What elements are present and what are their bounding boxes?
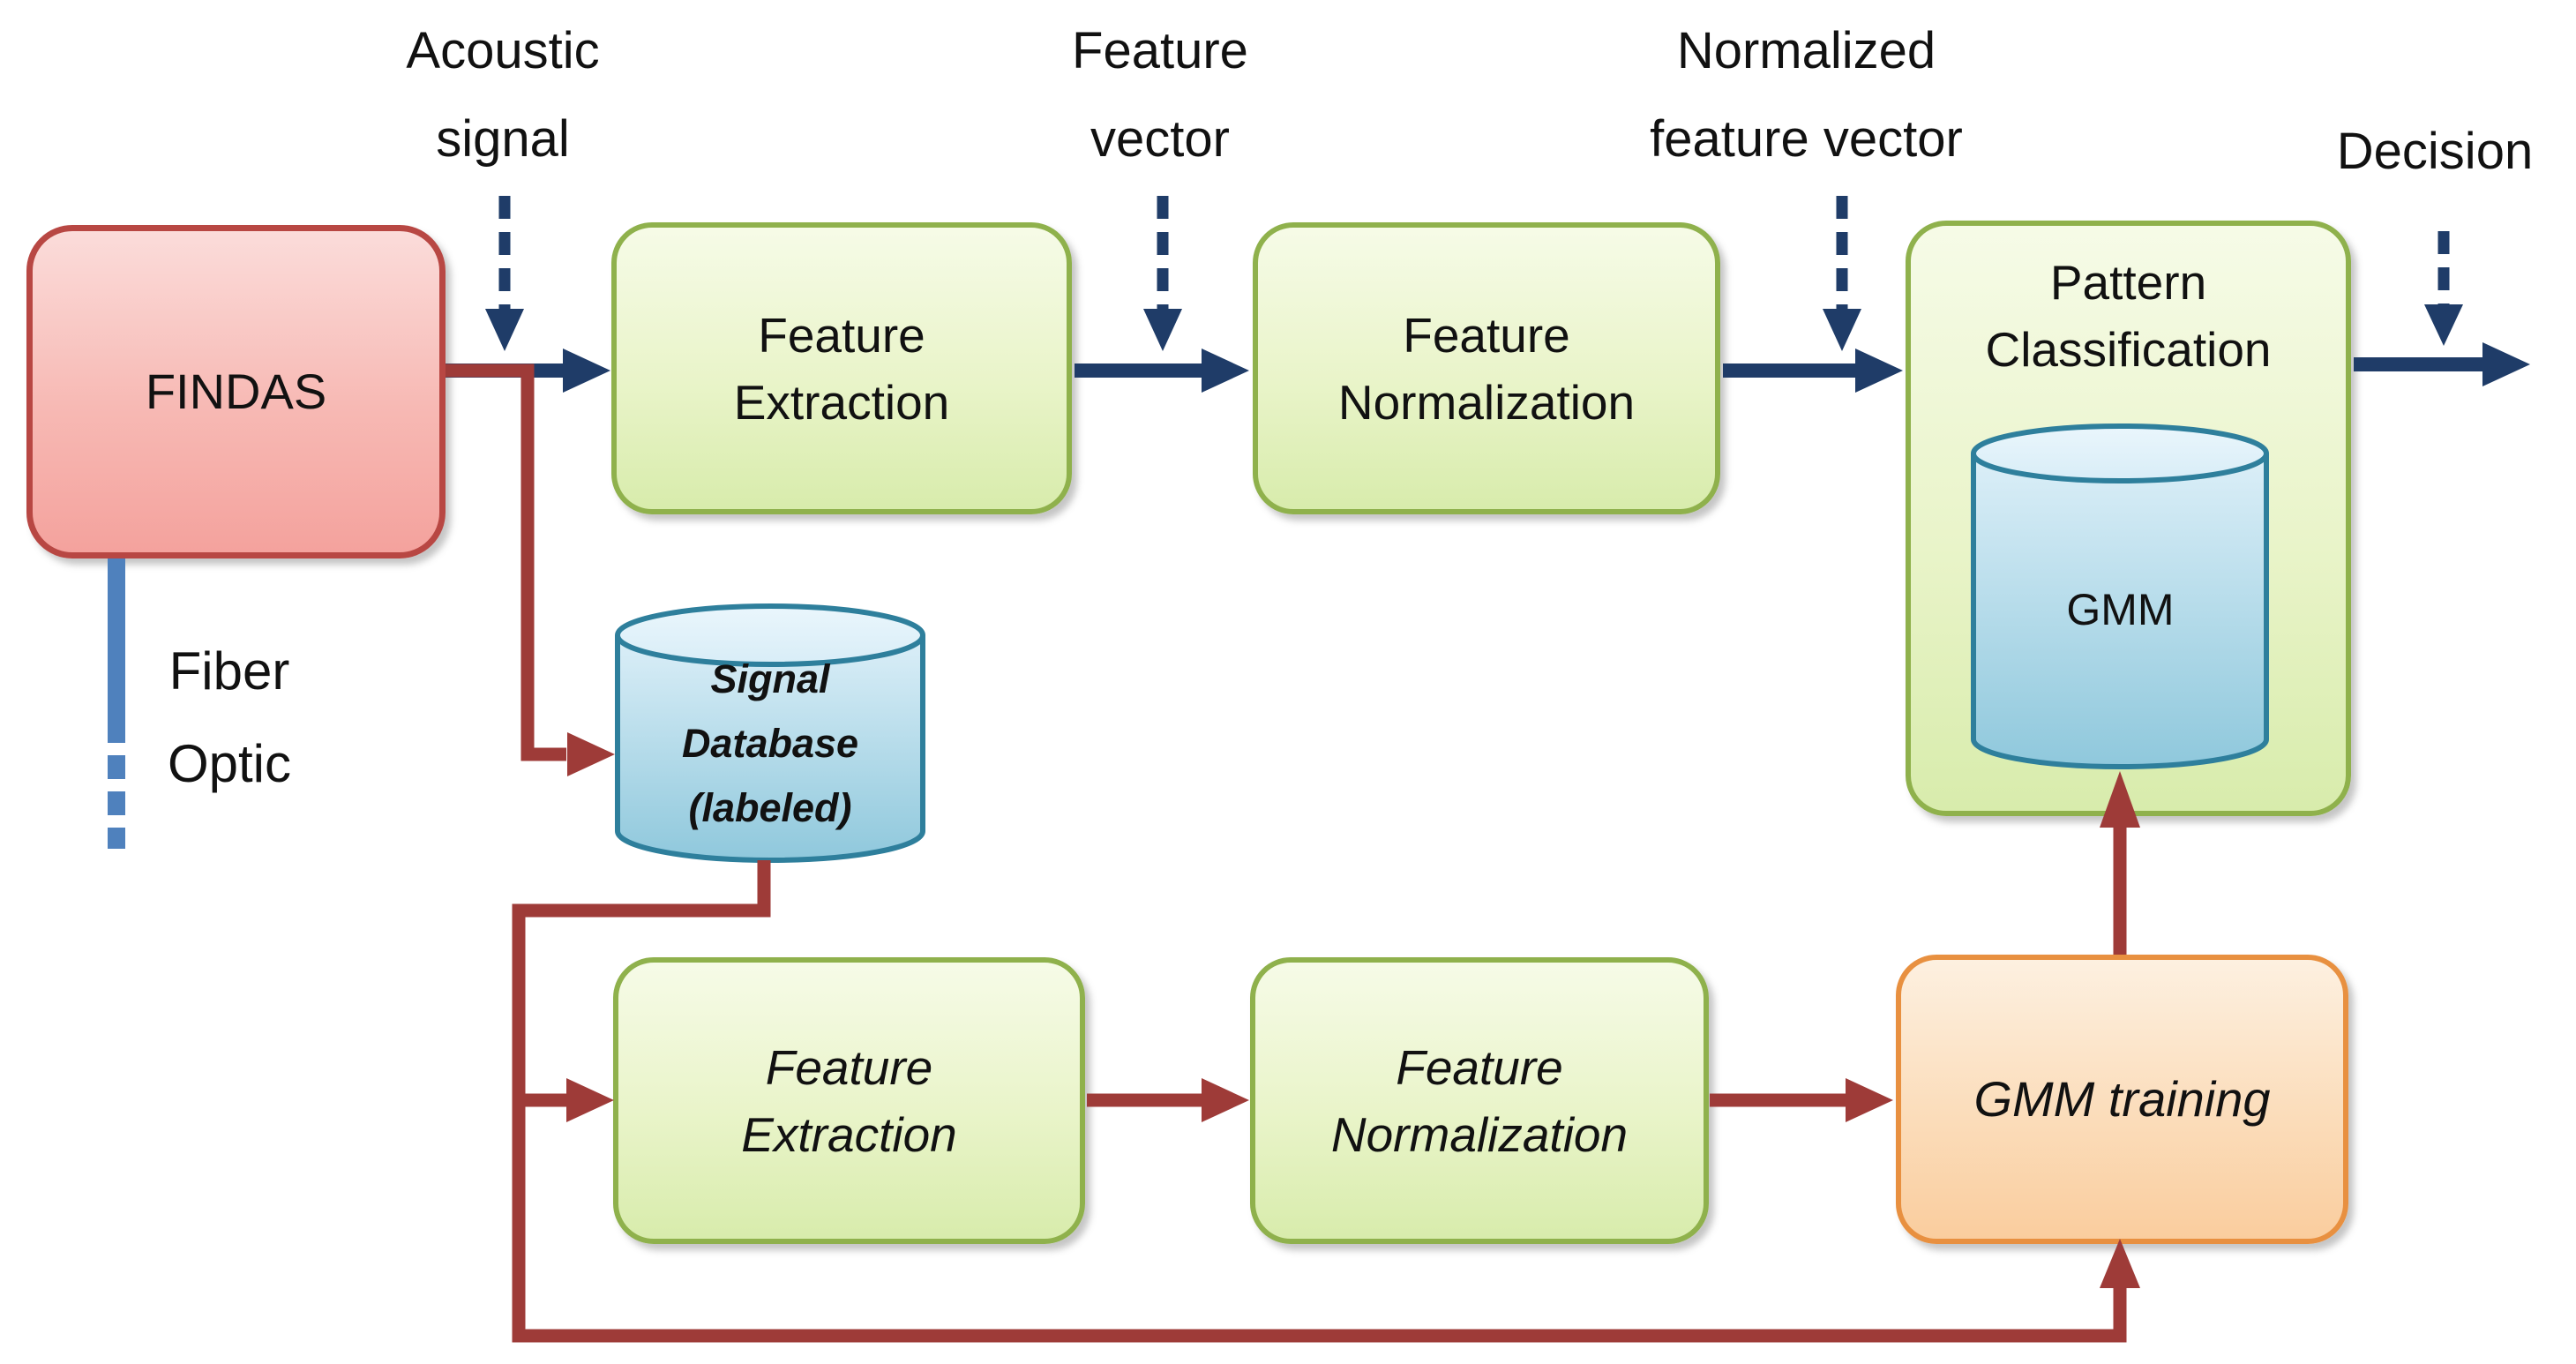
label-feature-vector: Feature vector <box>1072 22 1248 168</box>
node-feature-extraction-top-label: Feature Extraction <box>733 307 950 430</box>
node-findas-label: FINDAS <box>145 363 327 419</box>
arrow-normalization-to-gmm-training <box>1710 1078 1893 1122</box>
arrow-findas-to-signal-database <box>446 363 615 776</box>
label-fiber-optic: Fiber Optic <box>167 641 292 793</box>
node-feature-normalization-bottom-label: Feature Normalization <box>1330 1039 1629 1162</box>
node-feature-extraction-bottom-label: Feature Extraction <box>741 1039 957 1162</box>
node-feature-extraction-bottom: Feature Extraction <box>613 957 1085 1244</box>
node-gmm-training: GMM training <box>1896 955 2348 1244</box>
arrow-findas-to-feature-extraction <box>446 348 610 393</box>
node-gmm-model-label: GMM <box>2066 585 2175 634</box>
label-acoustic-signal: Acoustic signal <box>406 22 600 168</box>
node-feature-normalization-bottom: Feature Normalization <box>1250 957 1709 1244</box>
arrow-feature-extraction-to-normalization <box>1075 348 1249 393</box>
normalized-feature-vector-dashed-arrow <box>1823 196 1861 351</box>
feature-vector-dashed-arrow <box>1143 196 1182 351</box>
label-decision: Decision <box>2336 123 2534 180</box>
arrow-feature-extraction-to-normalization-bottom <box>1087 1078 1249 1122</box>
arrow-decision-output <box>2354 342 2530 386</box>
arrow-normalization-to-pattern-classification <box>1723 348 1903 393</box>
node-feature-extraction-top: Feature Extraction <box>611 222 1072 514</box>
node-gmm-training-label: GMM training <box>1973 1071 2271 1127</box>
node-pattern-classification-label: Pattern Classification <box>1985 255 2272 377</box>
node-findas: FINDAS <box>26 225 446 558</box>
node-pattern-classification: Pattern Classification <box>1906 221 2351 816</box>
label-normalized-feature-vector: Normalized feature vector <box>1650 22 1963 168</box>
decision-dashed-arrow <box>2424 231 2463 346</box>
node-feature-normalization-top-label: Feature Normalization <box>1337 307 1636 430</box>
node-signal-database-label: Signal Database (labeled) <box>681 656 859 830</box>
acoustic-signal-dashed-arrow <box>485 196 524 351</box>
node-feature-normalization-top: Feature Normalization <box>1253 222 1720 514</box>
